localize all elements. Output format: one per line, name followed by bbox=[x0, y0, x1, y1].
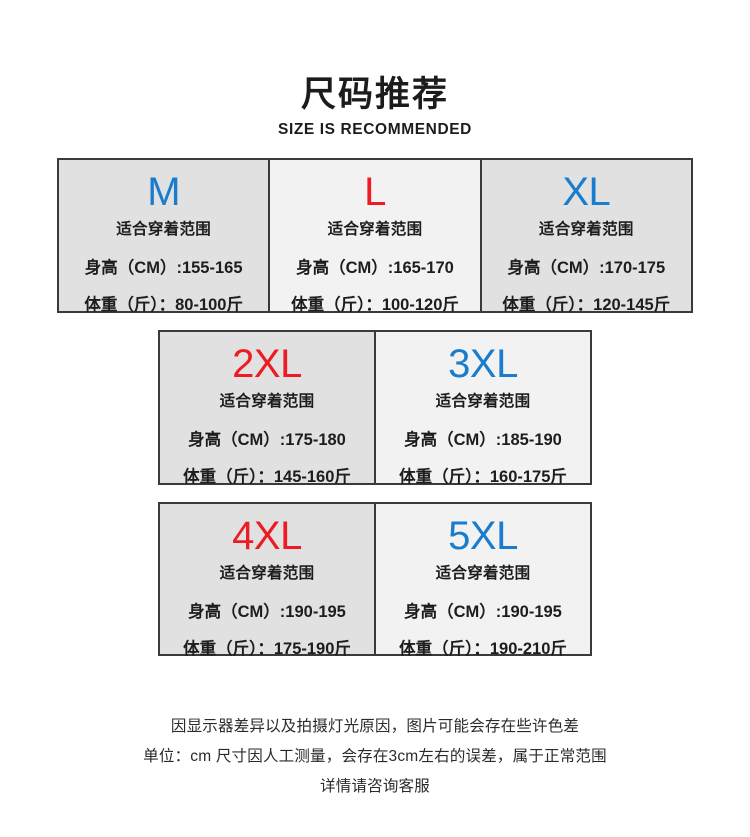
height-value: 身高（CM）:190-195 bbox=[188, 603, 346, 621]
size-table-row-2: 2XL 适合穿着范围 身高（CM）:175-180 体重（斤）：145-160斤… bbox=[158, 330, 592, 486]
size-label-4xl: 4XL bbox=[232, 514, 302, 558]
page-header: 尺码推荐 SIZE IS RECOMMENDED bbox=[0, 74, 750, 139]
weight-value: 体重（斤）：145-160斤 bbox=[183, 468, 351, 486]
height-value: 身高（CM）:165-170 bbox=[296, 259, 454, 277]
size-cell-l[interactable]: L 适合穿着范围 身高（CM）:165-170 体重（斤）：100-120斤 bbox=[268, 160, 480, 314]
footer-notes: 因显示器差异以及拍摄灯光原因，图片可能会存在些许色差 单位：cm 尺寸因人工测量… bbox=[0, 712, 750, 802]
fit-range-label: 适合穿着范围 bbox=[219, 565, 315, 582]
weight-value: 体重（斤）：120-145斤 bbox=[502, 296, 671, 314]
fit-range-label: 适合穿着范围 bbox=[327, 221, 423, 238]
fit-range-label: 适合穿着范围 bbox=[116, 221, 212, 238]
size-cell-2xl[interactable]: 2XL 适合穿着范围 身高（CM）:175-180 体重（斤）：145-160斤 bbox=[160, 332, 374, 486]
footer-note-color-difference: 因显示器差异以及拍摄灯光原因，图片可能会存在些许色差 bbox=[170, 718, 580, 735]
fit-range-label: 适合穿着范围 bbox=[435, 393, 531, 410]
fit-range-label: 适合穿着范围 bbox=[435, 565, 531, 582]
size-table-row-3: 4XL 适合穿着范围 身高（CM）:190-195 体重（斤）：175-190斤… bbox=[158, 502, 592, 658]
height-value: 身高（CM）:185-190 bbox=[404, 431, 562, 449]
height-value: 身高（CM）:175-180 bbox=[188, 431, 346, 449]
size-label-m: M bbox=[147, 170, 181, 214]
weight-value: 体重（斤）：160-175斤 bbox=[399, 468, 567, 486]
size-label-l: L bbox=[364, 170, 386, 214]
height-value: 身高（CM）:170-175 bbox=[507, 259, 666, 277]
size-table-row-1: M 适合穿着范围 身高（CM）:155-165 体重（斤）：80-100斤 L … bbox=[57, 158, 693, 314]
size-cell-5xl[interactable]: 5XL 适合穿着范围 身高（CM）:190-195 体重（斤）：190-210斤 bbox=[374, 504, 590, 658]
footer-note-contact-service: 详情请咨询客服 bbox=[320, 778, 430, 795]
size-label-2xl: 2XL bbox=[232, 342, 302, 386]
weight-value: 体重（斤）：80-100斤 bbox=[84, 296, 243, 314]
page-title: 尺码推荐 bbox=[300, 75, 449, 114]
footer-note-measurement-tolerance: 单位：cm 尺寸因人工测量，会存在3cm左右的误差，属于正常范围 bbox=[143, 748, 607, 765]
size-cell-xl[interactable]: XL 适合穿着范围 身高（CM）:170-175 体重（斤）：120-145斤 bbox=[479, 160, 691, 314]
page-subtitle: SIZE IS RECOMMENDED bbox=[278, 121, 472, 138]
size-label-xl: XL bbox=[562, 170, 611, 214]
size-cell-4xl[interactable]: 4XL 适合穿着范围 身高（CM）:190-195 体重（斤）：175-190斤 bbox=[160, 504, 374, 658]
size-label-3xl: 3XL bbox=[448, 342, 518, 386]
weight-value: 体重（斤）：100-120斤 bbox=[291, 296, 459, 314]
fit-range-label: 适合穿着范围 bbox=[538, 221, 634, 238]
weight-value: 体重（斤）：190-210斤 bbox=[399, 640, 567, 658]
weight-value: 体重（斤）：175-190斤 bbox=[183, 640, 351, 658]
size-label-5xl: 5XL bbox=[448, 514, 518, 558]
size-cell-m[interactable]: M 适合穿着范围 身高（CM）:155-165 体重（斤）：80-100斤 bbox=[59, 160, 269, 314]
fit-range-label: 适合穿着范围 bbox=[219, 393, 315, 410]
height-value: 身高（CM）:155-165 bbox=[84, 259, 243, 277]
size-cell-3xl[interactable]: 3XL 适合穿着范围 身高（CM）:185-190 体重（斤）：160-175斤 bbox=[374, 332, 590, 486]
height-value: 身高（CM）:190-195 bbox=[404, 603, 562, 621]
